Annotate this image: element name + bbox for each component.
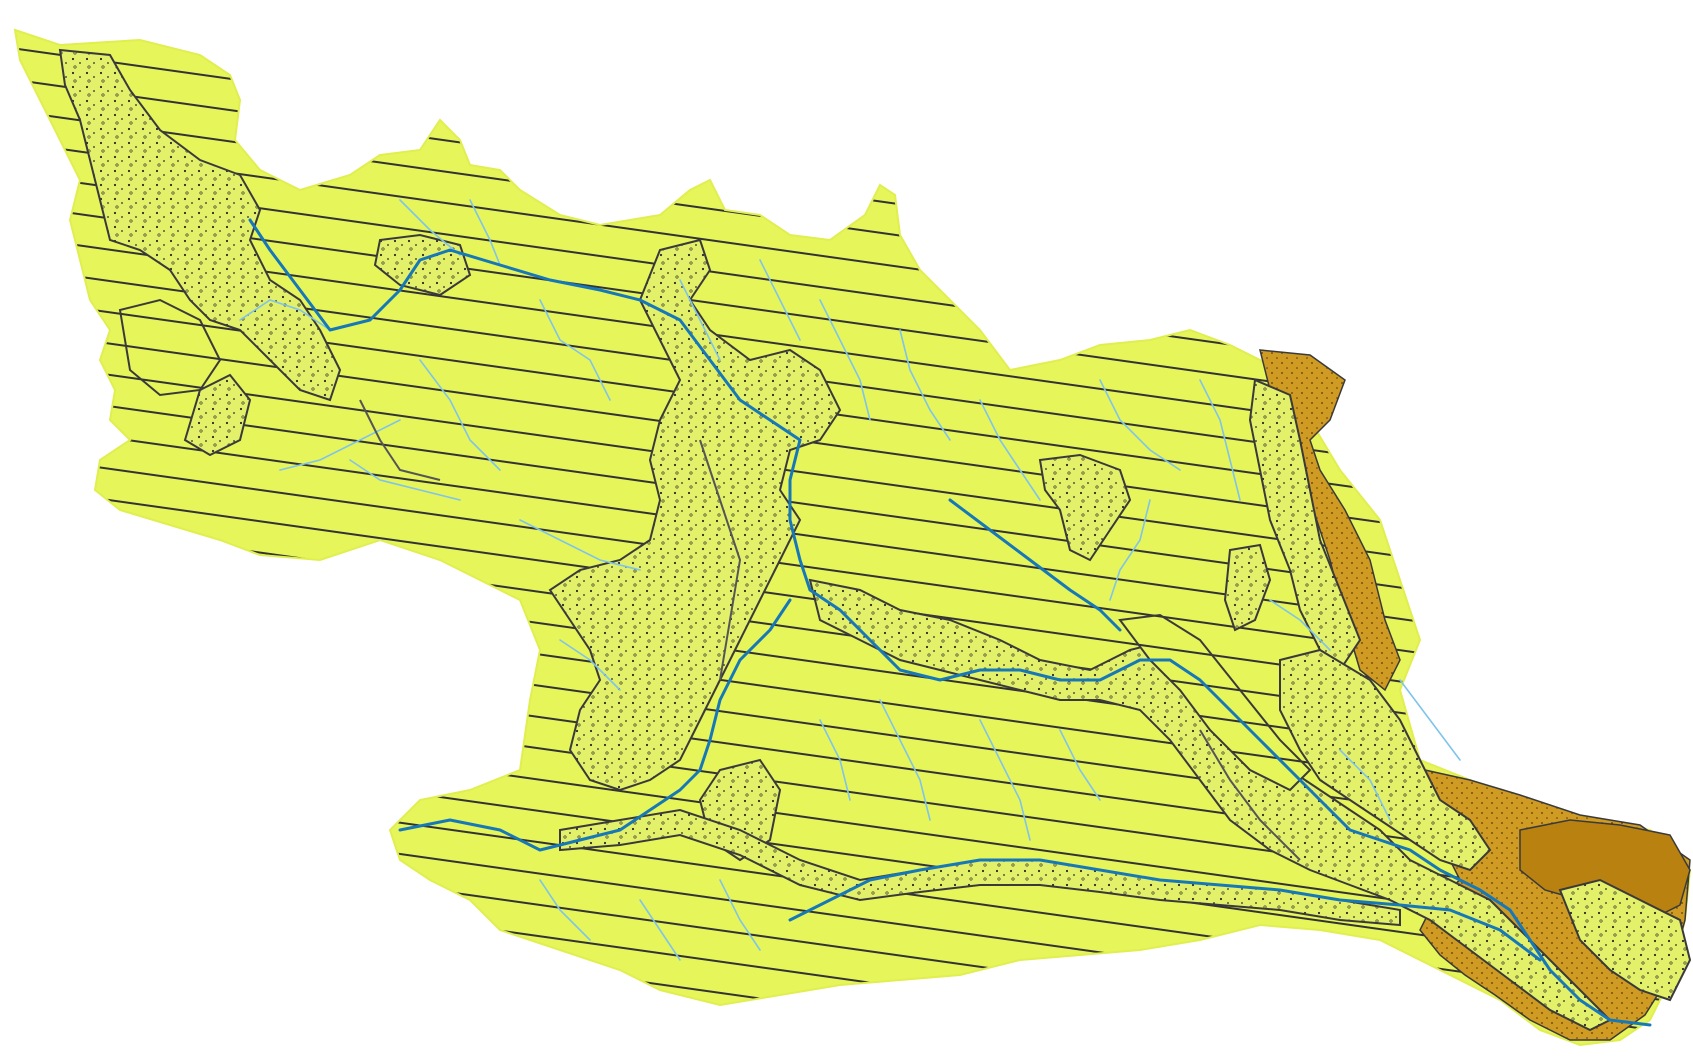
boundary-lines [359,399,1301,861]
minor-stream [539,879,591,941]
minor-stream [1109,499,1151,601]
main-river [248,218,1652,1027]
minor-stream [639,899,681,961]
minor-stream [979,719,1031,841]
river-tributary-south [398,598,792,852]
alluvium-east-patch [1038,453,1132,562]
minor-stream [1099,379,1181,471]
minor-stream [819,719,851,801]
hatched-island-northwest [118,298,222,397]
river-tributary-southeast [788,858,1542,962]
minor-stream [419,359,501,471]
minor-stream [539,299,611,401]
minor-stream [1399,679,1461,761]
minor-stream [559,639,621,691]
minor-stream [759,259,801,341]
alluvium-far-southeast [1558,878,1692,1002]
river-main-channel [248,218,1652,1027]
alluvium-east-small [1223,543,1272,632]
minor-stream [899,329,951,441]
minor-stream [469,199,501,266]
minor-stream [399,199,461,256]
minor-stream [719,879,761,951]
alluvium-central-west [183,373,252,457]
minor-stream [1199,379,1241,501]
boundary-line [1199,729,1301,861]
alluvium-south-channel [559,808,1401,927]
boundary-line [699,439,742,681]
minor-stream [349,459,461,501]
alluvium-zones [58,48,1692,1032]
minor-stream [679,279,721,361]
minor-stream [879,699,931,821]
minor-stream [819,299,871,421]
minor-stream [239,299,331,331]
minor-stream [519,519,641,571]
minor-stream [279,419,401,471]
boundary-line [359,399,441,481]
river-tributary-north [948,498,1122,632]
minor-stream [979,399,1041,501]
minor-stream [1339,749,1391,821]
alluvium-southeast [1279,648,1492,872]
minor-stream [1059,729,1101,801]
alluvium-northwest [58,48,342,402]
minor-stream [1269,599,1331,651]
alluvium-central [548,238,842,792]
minor-streams [239,199,1461,961]
